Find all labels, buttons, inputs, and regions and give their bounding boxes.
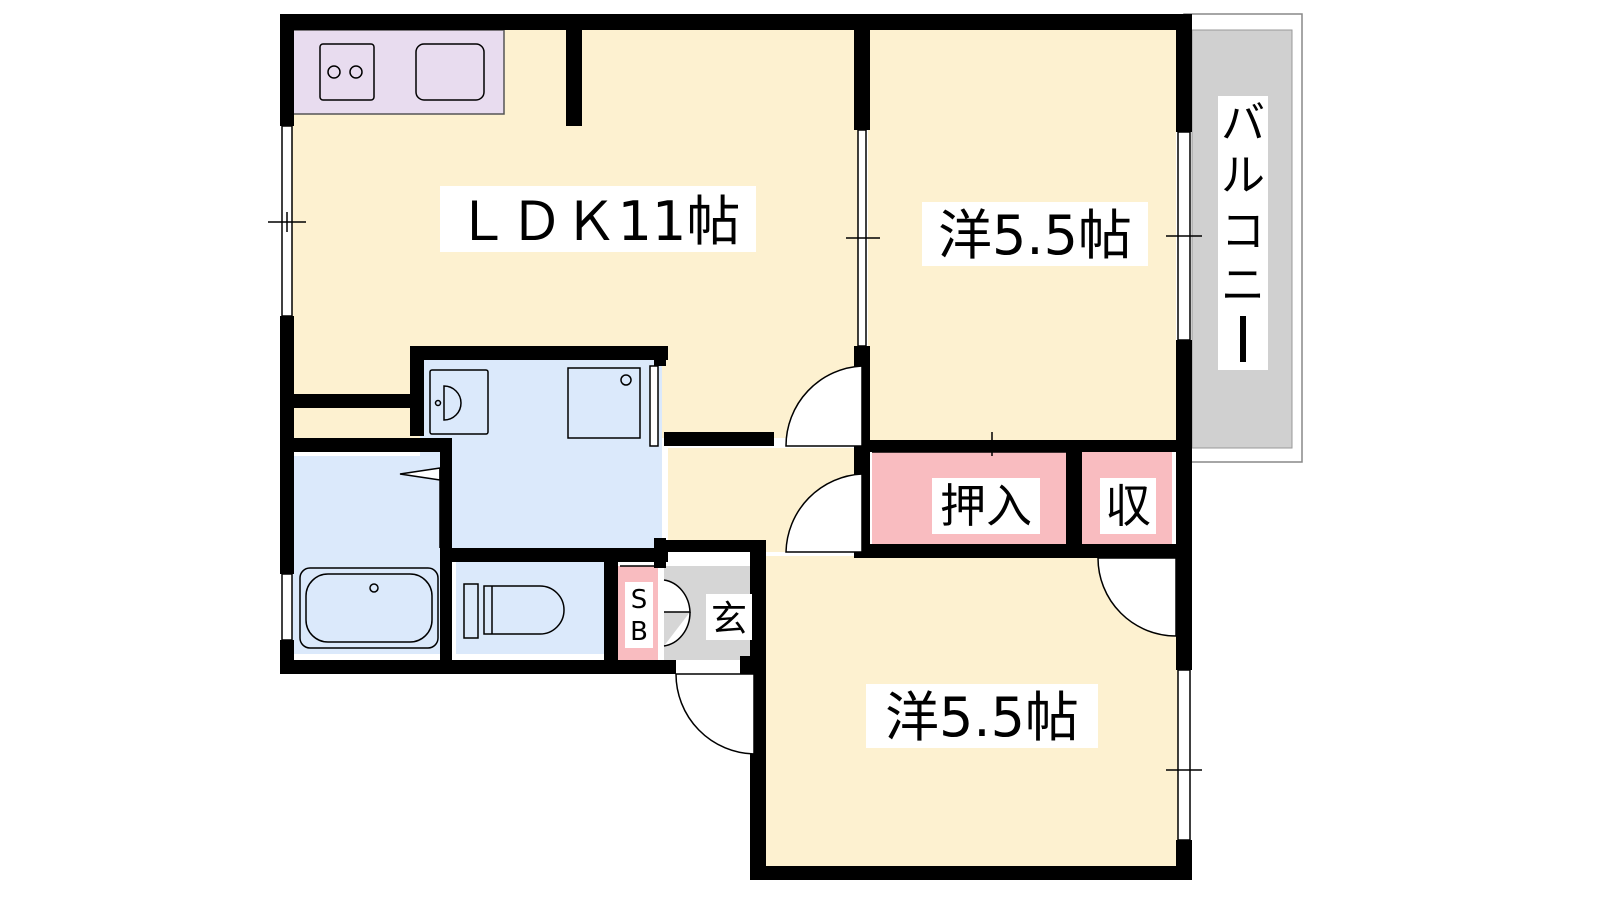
label-backdrop (1100, 478, 1156, 534)
wall (410, 346, 424, 436)
doors (399, 365, 1177, 755)
wall (1176, 340, 1192, 670)
wall (654, 538, 666, 568)
stove (319, 43, 375, 101)
wall (410, 346, 668, 360)
label-backdrop (625, 582, 653, 648)
entrance-label: 玄 (711, 599, 747, 640)
door-swing (675, 673, 755, 755)
bathroom-floor (292, 456, 448, 654)
door-swing (785, 473, 863, 553)
wall (750, 552, 766, 880)
bathtub-inner (305, 573, 433, 643)
wall (280, 394, 424, 408)
bathtub (299, 567, 439, 649)
shoe-box-label-bottom: B (630, 617, 648, 647)
door-swing (1097, 557, 1177, 637)
balcony-label-bar (1240, 316, 1246, 362)
burner (349, 65, 363, 79)
washroom-floor (420, 358, 662, 554)
washer-pan (567, 367, 641, 439)
window (281, 573, 293, 641)
wall (440, 548, 668, 562)
wall (854, 544, 1192, 558)
shoe-box-label-top: S (631, 585, 648, 615)
label-backdrop (922, 202, 1148, 266)
burner (327, 65, 341, 79)
wall (664, 432, 774, 446)
door-swing (663, 579, 691, 613)
label-backdrop (440, 186, 756, 252)
ldk-label: ＬＤＫ11帖 (456, 190, 741, 253)
balcony-label-char: ニ (1221, 260, 1265, 311)
fixtures (299, 43, 641, 649)
wall (750, 866, 1192, 880)
balcony-label-char: バ (1221, 98, 1265, 149)
wall (604, 548, 618, 674)
toilet-bowl (483, 585, 565, 635)
wall (1066, 440, 1082, 558)
wall (280, 438, 450, 452)
label-backdrop (932, 478, 1040, 534)
window (1177, 669, 1191, 841)
wall (566, 14, 582, 126)
wall (280, 14, 1192, 30)
faucet (434, 399, 442, 407)
washer-drain (620, 374, 632, 386)
toilet-floor (456, 560, 614, 654)
bathtub-drain (369, 583, 379, 593)
wall (654, 346, 666, 366)
window (649, 365, 659, 447)
wall (280, 660, 676, 674)
balcony-label-char: ル (1221, 150, 1265, 201)
wall (664, 540, 766, 552)
wall (280, 14, 294, 126)
door-swing (785, 365, 863, 447)
wall (1176, 14, 1192, 132)
wash-basin (429, 369, 489, 435)
labels: ＬＤＫ11帖 洋5.5帖 洋5.5帖 押入 収 玄 S B バ ル コ ニ (440, 96, 1268, 749)
storage-label: 収 (1105, 479, 1151, 533)
wash-basin-bowl (443, 385, 462, 421)
western-room-lower-label: 洋5.5帖 (885, 686, 1079, 749)
window-ticks (268, 212, 1202, 771)
toilet-tank (463, 583, 479, 639)
balcony-label-char: コ (1221, 206, 1265, 257)
label-backdrop (706, 594, 752, 640)
label-backdrop (866, 684, 1098, 748)
walls (280, 14, 1192, 880)
wall (854, 14, 870, 130)
kitchen-sink (415, 43, 485, 101)
western-room-upper-label: 洋5.5帖 (938, 204, 1132, 267)
closet-label: 押入 (940, 479, 1032, 533)
door-swing (663, 611, 691, 647)
